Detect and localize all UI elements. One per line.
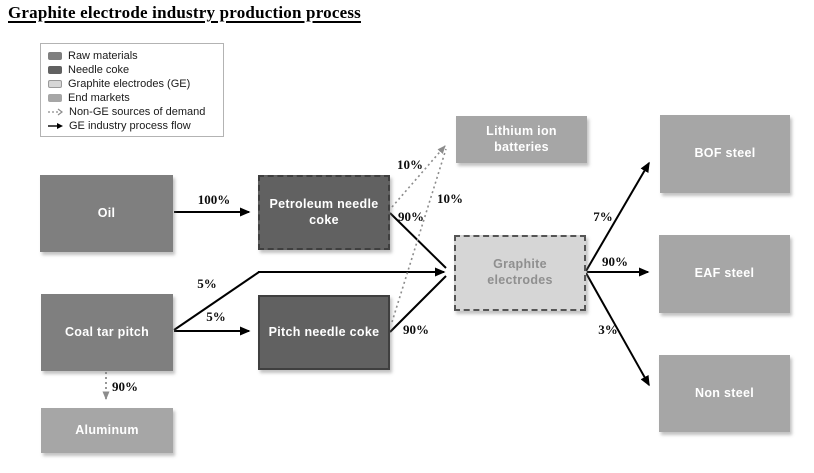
page-title: Graphite electrode industry production p… — [8, 3, 361, 22]
node-label: Pitch needle coke — [268, 324, 380, 339]
needle-coke-swatch — [48, 65, 62, 74]
node-label: Aluminum — [75, 422, 139, 437]
legend-label: End markets — [68, 91, 130, 104]
edge-label-ctp-to-graphite: 5% — [197, 276, 217, 291]
legend-item-needle-coke: Needle coke — [48, 63, 217, 76]
legend-item-end-markets: End markets — [48, 91, 217, 104]
end-markets-swatch — [48, 93, 62, 102]
edge-label-oil-to-petroleum: 100% — [197, 192, 231, 207]
legend-label: Needle coke — [68, 63, 130, 76]
raw-materials-swatch — [48, 51, 62, 60]
node-eaf-steel: EAF steel — [659, 235, 790, 313]
node-label: Lithium ion batteries — [486, 123, 557, 154]
edge-label-petroleum-to-lithium: 10% — [397, 157, 423, 172]
legend-item-non-ge-demand: Non-GE sources of demand — [48, 105, 217, 118]
edge-pitch-needle-coke-to-lithium — [391, 148, 447, 323]
node-oil: Oil — [40, 175, 173, 252]
node-label: Non steel — [695, 385, 754, 400]
node-label: Petroleum needle coke — [269, 196, 379, 227]
node-label: EAF steel — [694, 266, 755, 281]
graphite-electrodes-swatch — [48, 79, 62, 88]
edge-label-petroleum-to-graphite: 90% — [398, 209, 424, 224]
node-label: BOF steel — [694, 146, 756, 161]
legend-label: Raw materials — [68, 49, 138, 62]
legend: Raw materials Needle coke Graphite elect… — [40, 43, 224, 137]
edge-label-pitch-to-lithium: 10% — [437, 191, 463, 206]
edge-label-graphite-to-non-steel: 3% — [598, 322, 618, 337]
node-coal-tar-pitch: Coal tar pitch — [41, 294, 173, 371]
legend-item-ge-process-flow: GE industry process flow — [48, 119, 217, 132]
edge-label-graphite-to-bof: 7% — [593, 209, 613, 224]
edge-label-graphite-to-eaf: 90% — [602, 254, 628, 269]
node-pitch-needle-coke: Pitch needle coke — [258, 295, 390, 370]
node-graphite-electrodes: Graphite electrodes — [454, 235, 586, 311]
node-bof-steel: BOF steel — [660, 115, 790, 193]
legend-item-graphite-electrodes: Graphite electrodes (GE) — [48, 77, 217, 90]
legend-label: Graphite electrodes (GE) — [68, 77, 191, 90]
node-aluminum: Aluminum — [41, 408, 173, 453]
edge-label-ctp-to-aluminum: 90% — [112, 379, 138, 394]
dashed-arrow-icon — [48, 108, 63, 115]
legend-item-raw-materials: Raw materials — [48, 49, 217, 62]
legend-label: GE industry process flow — [69, 119, 191, 132]
node-label: Graphite electrodes — [487, 257, 553, 287]
node-lithium-ion-batteries: Lithium ion batteries — [456, 116, 587, 163]
node-non-steel: Non steel — [659, 355, 790, 432]
edge-label-pitch-to-graphite: 90% — [403, 322, 429, 337]
edge-label-ctp-to-pitch-coke: 5% — [206, 309, 226, 324]
solid-arrow-icon — [48, 122, 63, 129]
node-label: Oil — [97, 205, 116, 220]
node-petroleum-needle-coke: Petroleum needle coke — [258, 175, 390, 250]
node-label: Coal tar pitch — [64, 324, 150, 339]
legend-label: Non-GE sources of demand — [69, 105, 206, 118]
